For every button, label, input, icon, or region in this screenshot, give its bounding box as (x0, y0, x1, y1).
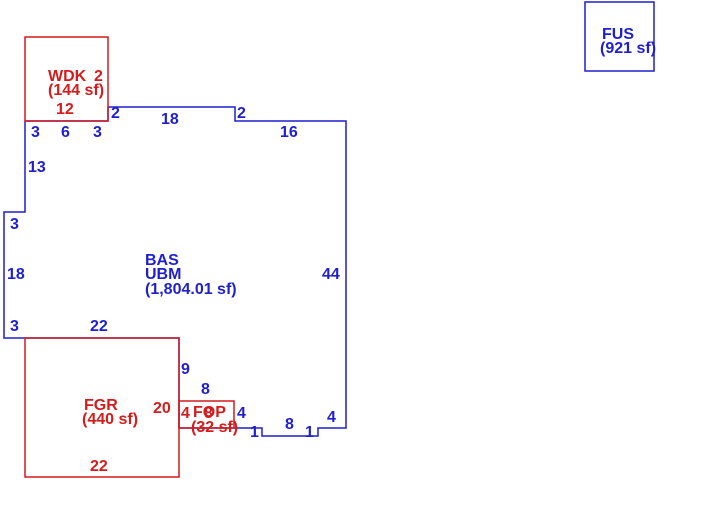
fus-area: (921 sf) (600, 40, 656, 57)
dim-bas-bottom-22: 22 (90, 318, 108, 335)
fus-code: FUS (602, 26, 634, 43)
dim-fop-mid-8: 8 (204, 405, 213, 422)
dim-fop-right-4: 4 (237, 405, 246, 422)
dim-right-4: 4 (327, 409, 336, 426)
dim-bas-top-left: 3 (31, 124, 40, 141)
dim-wdk-bottom: 12 (56, 101, 74, 118)
wdk-outline (24, 36, 109, 122)
wdk-area: (144 sf) (48, 82, 104, 99)
dim-notch-8: 8 (285, 416, 294, 433)
dim-bas-right-44: 44 (322, 266, 340, 283)
fus-outline (584, 1, 655, 72)
bas-outline (3, 106, 347, 437)
dim-bas-top-6: 6 (61, 124, 70, 141)
bas-sub: UBM (145, 266, 181, 283)
dim-wdk-right: 2 (94, 68, 103, 85)
dim-bas-step-2b: 2 (237, 105, 246, 122)
dim-notch-1a: 1 (250, 424, 259, 441)
dim-fgr-right-9: 9 (181, 361, 190, 378)
dim-fop-top-8: 8 (201, 381, 210, 398)
dim-bas-left-3b: 3 (10, 318, 19, 335)
dim-fgr-20: 20 (153, 400, 171, 417)
fgr-area: (440 sf) (82, 411, 138, 428)
dim-fgr-bottom-22: 22 (90, 458, 108, 475)
fgr-code: FGR (84, 397, 118, 414)
dim-bas-top-16: 16 (280, 124, 298, 141)
wdk-code: WDK (48, 68, 87, 85)
fop-area: (32 sf) (191, 419, 238, 436)
dim-bas-left-18: 18 (7, 266, 25, 283)
fop-code: FOP (193, 404, 226, 421)
fop-outline (178, 400, 235, 429)
dim-fop-left-4: 4 (181, 405, 190, 422)
dim-bas-step-2a: 2 (111, 105, 120, 122)
dim-notch-1b: 1 (305, 424, 314, 441)
dim-bas-top-3: 3 (93, 124, 102, 141)
dim-bas-left-3a: 3 (10, 216, 19, 233)
dim-bas-left-13: 13 (28, 159, 46, 176)
dim-bas-top-18: 18 (161, 111, 179, 128)
bas-code: BAS (145, 252, 179, 269)
bas-area: (1,804.01 sf) (145, 281, 237, 298)
